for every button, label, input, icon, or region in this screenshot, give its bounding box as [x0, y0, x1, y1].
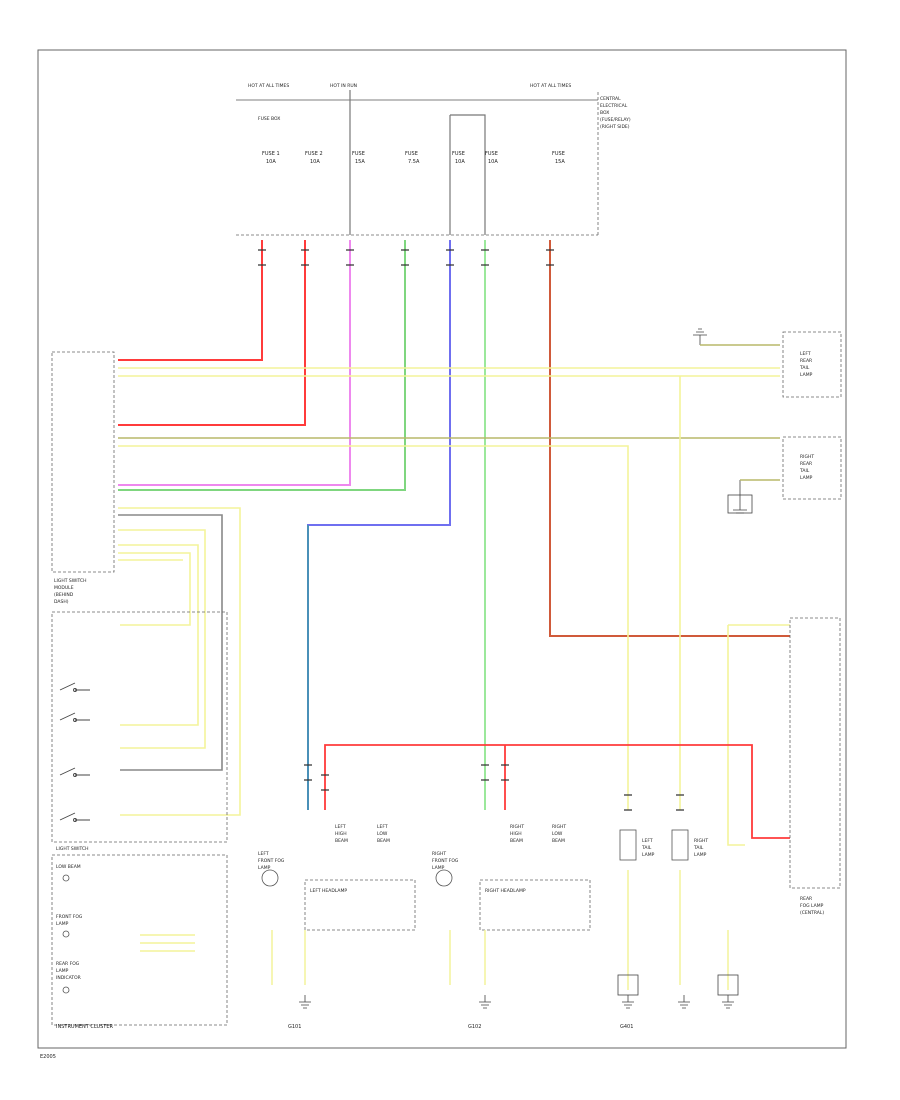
- svg-text:FUSE 1: FUSE 1: [262, 151, 280, 157]
- ground-label-rear: G401: [620, 1024, 633, 1030]
- svg-text:FUSE 2: FUSE 2: [305, 151, 323, 157]
- svg-text:LAMP: LAMP: [642, 852, 655, 858]
- svg-text:(BEHIND: (BEHIND: [54, 592, 74, 598]
- svg-text:15A: 15A: [355, 159, 365, 165]
- svg-text:LEFT: LEFT: [258, 851, 269, 857]
- svg-text:CENTRAL: CENTRAL: [600, 96, 621, 102]
- lamp-blocks: LEFT FRONT FOG LAMP LEFT HIGH BEAM LEFT …: [258, 824, 708, 931]
- lower-connector-ticks: [304, 764, 684, 811]
- cluster-wires: [140, 934, 195, 952]
- svg-text:HOT IN RUN: HOT IN RUN: [330, 83, 357, 89]
- svg-text:RIGHT: RIGHT: [510, 824, 524, 830]
- svg-text:LOW: LOW: [552, 831, 563, 837]
- svg-text:BOX: BOX: [600, 110, 609, 116]
- cluster-label: INSTRUMENT CLUSTER: [56, 1024, 114, 1030]
- ground-drops: [271, 870, 729, 990]
- horizontal-harness: [118, 367, 790, 846]
- svg-text:TAIL: TAIL: [641, 845, 652, 851]
- fuse-output-wires: [118, 240, 790, 810]
- svg-text:LAMP: LAMP: [694, 852, 707, 858]
- svg-text:7.5A: 7.5A: [408, 159, 420, 165]
- svg-text:INDICATOR: INDICATOR: [56, 975, 81, 981]
- svg-text:10A: 10A: [455, 159, 465, 165]
- svg-text:DASH): DASH): [54, 599, 69, 605]
- svg-text:(RIGHT SIDE): (RIGHT SIDE): [600, 124, 630, 130]
- svg-text:(FUSE/RELAY): (FUSE/RELAY): [600, 117, 631, 123]
- ground-symbols: [299, 974, 739, 1009]
- svg-text:REAR: REAR: [800, 461, 812, 467]
- svg-text:BEAM: BEAM: [335, 838, 348, 844]
- svg-text:HOT AT ALL TIMES: HOT AT ALL TIMES: [530, 83, 571, 89]
- svg-text:BEAM: BEAM: [552, 838, 565, 844]
- svg-text:LOW BEAM: LOW BEAM: [56, 864, 81, 870]
- svg-text:LAMP: LAMP: [56, 968, 69, 974]
- svg-text:REAR: REAR: [800, 358, 812, 364]
- svg-text:10A: 10A: [310, 159, 320, 165]
- ground-top-right: [693, 328, 780, 346]
- ground-label-right: G102: [468, 1024, 481, 1030]
- svg-text:HIGH: HIGH: [510, 831, 522, 837]
- svg-text:15A: 15A: [555, 159, 565, 165]
- svg-text:RIGHT HEADLAMP: RIGHT HEADLAMP: [485, 888, 526, 894]
- svg-text:ELECTRICAL: ELECTRICAL: [600, 103, 628, 109]
- svg-text:LAMP: LAMP: [56, 921, 69, 927]
- light-switch-label: LIGHT SWITCH: [56, 846, 89, 852]
- svg-text:LEFT: LEFT: [335, 824, 346, 830]
- svg-text:TAIL: TAIL: [693, 845, 704, 851]
- ground-right-mid: [727, 479, 780, 514]
- svg-text:LEFT: LEFT: [377, 824, 388, 830]
- right-connectors: LEFT REAR TAIL LAMP RIGHT REAR TAIL LAMP…: [782, 331, 842, 916]
- svg-text:LAMP: LAMP: [432, 865, 445, 871]
- svg-text:FOG LAMP: FOG LAMP: [800, 903, 824, 909]
- svg-text:BEAM: BEAM: [510, 838, 523, 844]
- svg-text:REAR FOG: REAR FOG: [56, 961, 80, 967]
- svg-text:FUSE: FUSE: [552, 151, 565, 157]
- svg-text:10A: 10A: [488, 159, 498, 165]
- svg-text:FUSE: FUSE: [405, 151, 418, 157]
- instrument-cluster: LOW BEAM FRONT FOG LAMP REAR FOG LAMP IN…: [51, 854, 228, 1030]
- svg-text:LAMP: LAMP: [800, 475, 813, 481]
- svg-text:LEFT HEADLAMP: LEFT HEADLAMP: [310, 888, 347, 894]
- svg-text:LEFT: LEFT: [800, 351, 811, 357]
- svg-text:LAMP: LAMP: [258, 865, 271, 871]
- light-switch-frame: [51, 611, 228, 843]
- svg-text:RIGHT: RIGHT: [800, 454, 814, 460]
- svg-text:REAR: REAR: [800, 896, 812, 902]
- ground-label-left: G101: [288, 1024, 301, 1030]
- svg-text:LAMP: LAMP: [800, 372, 813, 378]
- switch-contacts: [59, 682, 90, 822]
- svg-text:10A: 10A: [266, 159, 276, 165]
- svg-text:RIGHT: RIGHT: [694, 838, 708, 844]
- diagram-border: [37, 49, 847, 1049]
- svg-text:LEFT: LEFT: [642, 838, 653, 844]
- svg-text:RIGHT: RIGHT: [432, 851, 446, 857]
- svg-text:FRONT FOG: FRONT FOG: [432, 858, 459, 864]
- svg-text:LOW: LOW: [377, 831, 388, 837]
- light-switch-module: LIGHT SWITCH MODULE (BEHIND DASH): [51, 351, 115, 605]
- footer-code: E2005: [40, 1054, 56, 1060]
- svg-text:FRONT FOG: FRONT FOG: [56, 914, 83, 920]
- svg-text:RIGHT: RIGHT: [552, 824, 566, 830]
- svg-text:BEAM: BEAM: [377, 838, 390, 844]
- svg-text:FUSE: FUSE: [452, 151, 465, 157]
- svg-text:(CENTRAL): (CENTRAL): [800, 910, 824, 916]
- svg-text:FUSE: FUSE: [485, 151, 498, 157]
- svg-text:LIGHT SWITCH: LIGHT SWITCH: [54, 578, 87, 584]
- svg-text:TAIL: TAIL: [799, 365, 810, 371]
- svg-text:FUSE: FUSE: [352, 151, 365, 157]
- svg-text:TAIL: TAIL: [799, 468, 810, 474]
- svg-text:FRONT FOG: FRONT FOG: [258, 858, 285, 864]
- svg-text:HOT AT ALL TIMES: HOT AT ALL TIMES: [248, 83, 289, 89]
- svg-text:FUSE BOX: FUSE BOX: [258, 116, 280, 122]
- svg-text:HIGH: HIGH: [335, 831, 347, 837]
- fuse-relay-box: HOT AT ALL TIMES HOT IN RUN HOT AT ALL T…: [236, 83, 631, 236]
- fuse-connector-ticks: [258, 249, 554, 266]
- lamp-power-bus: [324, 744, 790, 839]
- svg-text:MODULE: MODULE: [54, 585, 74, 591]
